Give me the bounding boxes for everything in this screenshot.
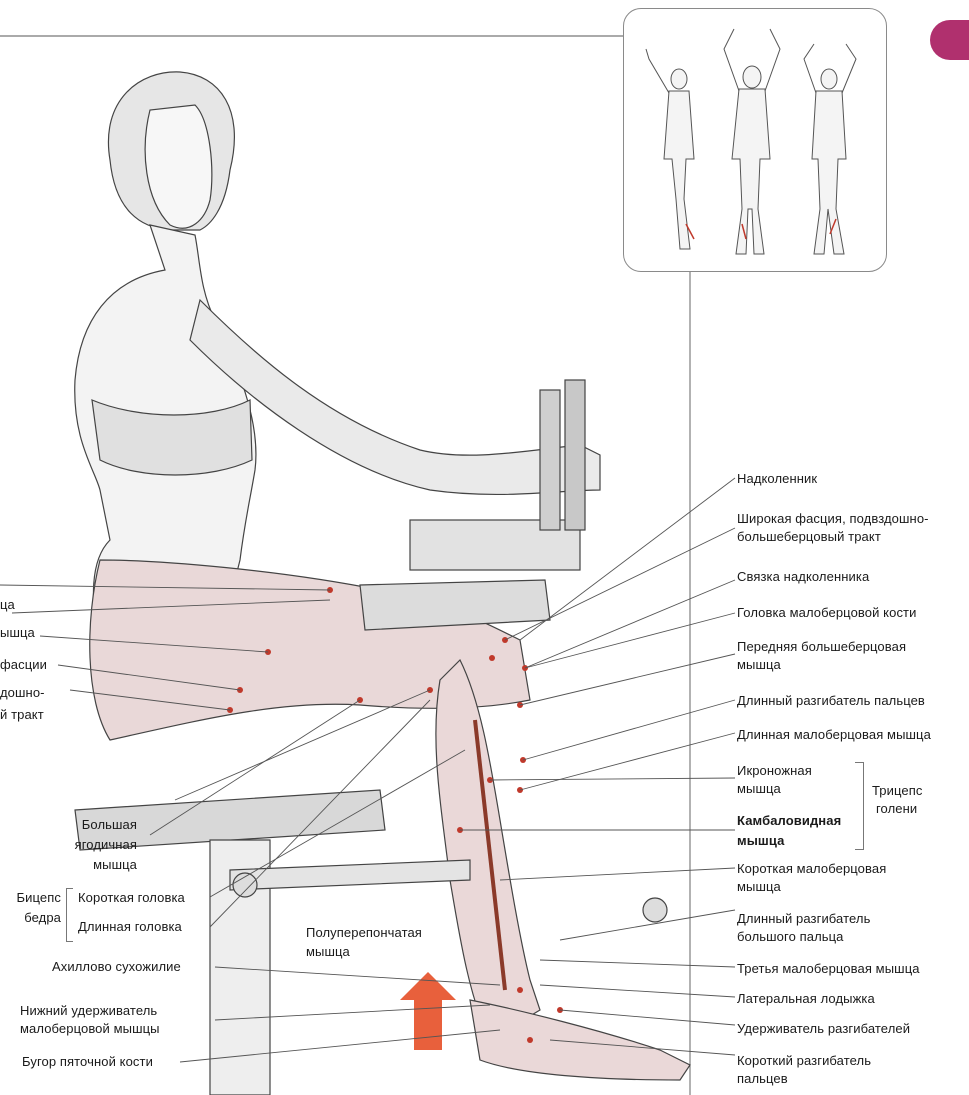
label-extensor-digitorum-longus: Длинный разгибатель пальцев	[737, 692, 925, 710]
label-extensor-hallucis-2: большого пальца	[737, 928, 844, 946]
label-achilles: Ахиллово сухожилие	[52, 958, 181, 976]
label-gastrocnemius-2: мышца	[737, 780, 781, 798]
label-patellar-ligament: Связка надколенника	[737, 568, 869, 586]
label-inferior-retinaculum-2: малоберцовой мышцы	[20, 1020, 160, 1038]
label-fibula-head: Головка малоберцовой кости	[737, 604, 916, 622]
label-cut-2: ышца	[0, 624, 35, 642]
label-inferior-retinaculum-1: Нижний удерживатель	[20, 1002, 157, 1020]
up-arrow-icon	[400, 972, 456, 1050]
label-gluteus-1: Большая	[82, 816, 137, 834]
section-tab	[930, 20, 969, 60]
label-triceps-1: Трицепс	[872, 782, 922, 800]
label-extensor-digitorum-brevis-2: пальцев	[737, 1070, 788, 1088]
label-peroneus-brevis-2: мышца	[737, 878, 781, 896]
label-gluteus-3: мышца	[93, 856, 137, 874]
label-extensor-digitorum-brevis-1: Короткий разгибатель	[737, 1052, 871, 1070]
label-extensor-retinaculum: Удерживатель разгибателей	[737, 1020, 910, 1038]
label-semimembranosus-2: мышца	[306, 943, 350, 961]
label-long-head: Длинная головка	[78, 918, 182, 936]
label-peroneus-longus: Длинная малоберцовая мышца	[737, 726, 931, 744]
label-lateral-malleolus: Латеральная лодыжка	[737, 990, 875, 1008]
label-triceps-2: голени	[876, 800, 917, 818]
label-peroneus-tertius: Третья малоберцовая мышца	[737, 960, 920, 978]
label-soleus-1: Камбаловидная	[737, 812, 841, 830]
biceps-bracket	[66, 888, 73, 942]
label-gastrocnemius-1: Икроножная	[737, 762, 812, 780]
label-calcaneal-tuber: Бугор пяточной кости	[22, 1053, 153, 1071]
label-extensor-hallucis-1: Длинный разгибатель	[737, 910, 870, 928]
label-peroneus-brevis-1: Короткая малоберцовая	[737, 860, 886, 878]
label-cut-3: фасции	[0, 656, 47, 674]
label-cut-5: й тракт	[0, 706, 44, 724]
label-cut-1: ца	[0, 596, 15, 614]
label-semimembranosus-1: Полуперепончатая	[306, 924, 422, 942]
label-fascia-2: большеберцовый тракт	[737, 528, 881, 546]
label-tibialis-anterior-2: мышца	[737, 656, 781, 674]
label-patella: Надколенник	[737, 470, 817, 488]
triceps-bracket	[855, 762, 864, 850]
label-gluteus-2: ягодичная	[75, 836, 137, 854]
label-biceps-2: бедра	[24, 909, 61, 927]
label-tibialis-anterior-1: Передняя большеберцовая	[737, 638, 906, 656]
anatomy-figures-icon	[624, 9, 884, 269]
inset-figures-panel	[623, 8, 887, 272]
label-biceps-1: Бицепс	[17, 889, 61, 907]
label-fascia-1: Широкая фасция, подвздошно-	[737, 510, 929, 528]
label-short-head: Короткая головка	[78, 889, 185, 907]
label-cut-4: дошно-	[0, 684, 45, 702]
label-soleus-2: мышца	[737, 832, 784, 850]
